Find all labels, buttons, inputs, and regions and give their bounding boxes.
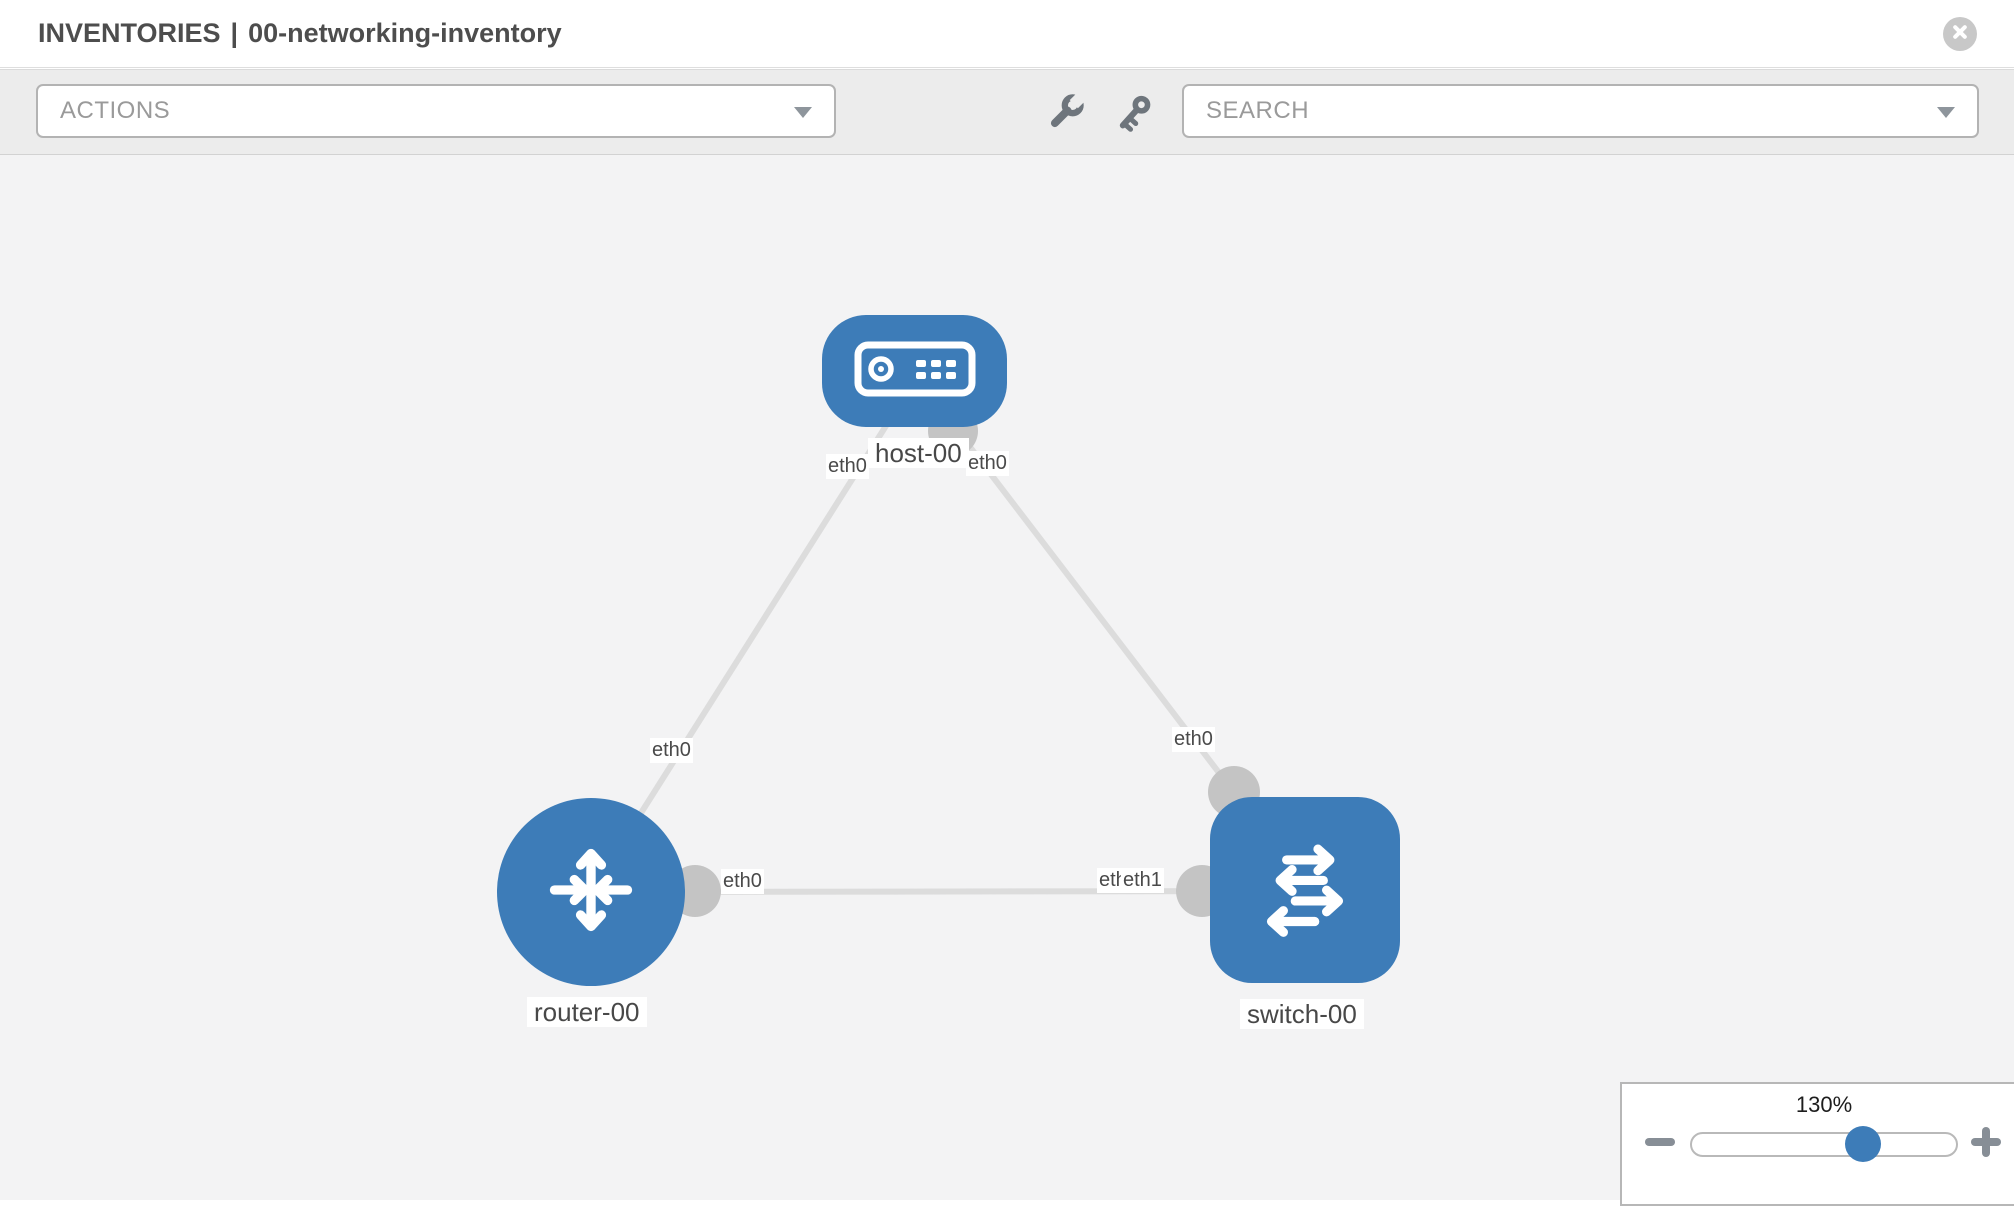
header: INVENTORIES | 00-networking-inventory	[0, 0, 2014, 68]
iface-label-host-to-router: eth0	[826, 454, 869, 479]
switch-arrows-icon	[1251, 834, 1359, 947]
close-button[interactable]	[1943, 17, 1977, 51]
iface-label-host-to-switch: eth0	[966, 451, 1009, 476]
iface-label-switch-to-host: eth0	[1172, 727, 1215, 752]
node-router-00[interactable]	[497, 798, 685, 986]
node-switch-00[interactable]	[1210, 797, 1400, 983]
caret-down-icon	[794, 97, 812, 125]
node-label-router: router-00	[527, 997, 647, 1027]
minus-icon	[1645, 1135, 1675, 1153]
caret-down-icon	[1937, 97, 1955, 125]
zoom-in-button[interactable]	[1968, 1126, 2004, 1162]
page-title-section: INVENTORIES	[38, 18, 221, 48]
page-title: INVENTORIES | 00-networking-inventory	[38, 18, 562, 49]
iface-label-switch-to-router: eth1	[1121, 868, 1164, 893]
zoom-slider-track[interactable]	[1690, 1132, 1958, 1157]
wrench-icon	[1045, 91, 1087, 138]
wrench-button[interactable]	[1043, 91, 1089, 137]
iface-label-router-to-host: eth0	[650, 738, 693, 763]
zoom-level-label: 130%	[1795, 1092, 1853, 1117]
node-label-switch: switch-00	[1240, 999, 1364, 1029]
router-arrows-icon	[541, 840, 641, 945]
search-dropdown-label: SEARCH	[1206, 97, 1310, 124]
zoom-out-button[interactable]	[1643, 1130, 1677, 1158]
key-button[interactable]	[1111, 92, 1157, 138]
page-title-inventory-name: 00-networking-inventory	[248, 18, 562, 48]
actions-dropdown[interactable]: ACTIONS	[36, 84, 836, 138]
page-title-divider: |	[230, 18, 239, 48]
key-icon	[1114, 93, 1154, 138]
iface-label-router-to-switch: eth0	[721, 869, 764, 894]
close-icon	[1952, 24, 1968, 45]
node-host-00[interactable]	[822, 315, 1007, 427]
node-label-host: host-00	[868, 438, 969, 468]
server-icon	[854, 341, 976, 402]
search-dropdown[interactable]: SEARCH	[1182, 84, 1979, 138]
topology-canvas[interactable]	[0, 155, 2014, 1200]
plus-icon	[1970, 1126, 2002, 1163]
actions-dropdown-label: ACTIONS	[60, 97, 171, 124]
zoom-slider-handle[interactable]	[1845, 1126, 1881, 1162]
